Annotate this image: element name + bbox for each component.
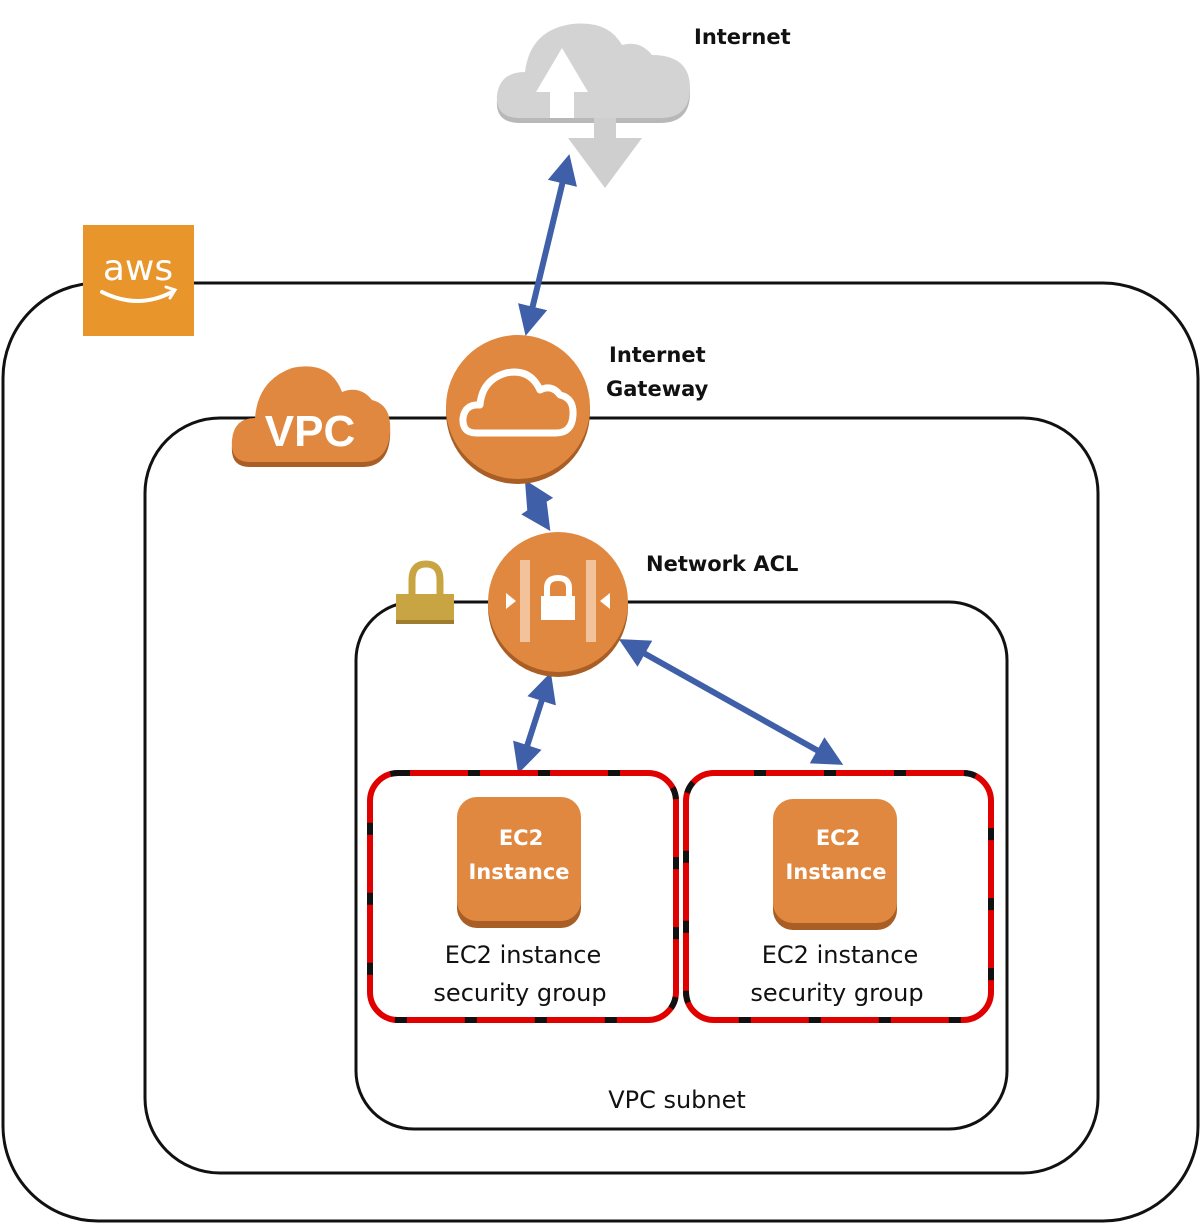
ec2-instance-label-line1: EC2 [499,826,543,850]
internet-gateway-label-line1: Internet [609,343,706,367]
aws-cloud-boundary [1,281,1200,1223]
ec2-instance-label-line2: Instance [468,860,569,884]
aws-logo-text: aws [103,248,173,289]
security-group-caption-line2: security group [433,979,606,1007]
arrow-internet-to-gateway [518,154,577,336]
vpc-subnet-boundary [354,600,1009,1131]
ec2-instance-icon [457,797,581,928]
arrow-acl-to-sg2 [618,639,844,765]
internet-cloud-icon [496,23,690,188]
internet-label: Internet [694,25,791,49]
arrow-gateway-to-acl [521,479,554,531]
network-acl-icon [488,532,628,677]
ec2-instance-label-line1: EC2 [816,826,860,850]
vpc-boundary [143,416,1100,1175]
padlock-icon [396,560,454,624]
aws-logo-icon: aws [83,225,194,336]
security-group-caption-line2: security group [750,979,923,1007]
arrow-acl-to-sg1 [513,672,556,774]
vpc-badge-text: VPC [265,407,355,456]
security-group-2: EC2 Instance EC2 instance security group [683,770,994,1023]
internet-gateway-icon [446,335,590,484]
network-acl-label: Network ACL [646,552,798,576]
internet-gateway-label-line2: Gateway [606,377,709,401]
vpc-subnet-label: VPC subnet [608,1086,746,1114]
security-group-1: EC2 Instance EC2 instance security group [367,770,679,1023]
security-group-caption-line1: EC2 instance [445,941,602,969]
security-group-caption-line1: EC2 instance [762,941,919,969]
ec2-instance-label-line2: Instance [785,860,886,884]
ec2-instance-icon [773,799,897,930]
vpc-cloud-icon: VPC [231,366,391,467]
